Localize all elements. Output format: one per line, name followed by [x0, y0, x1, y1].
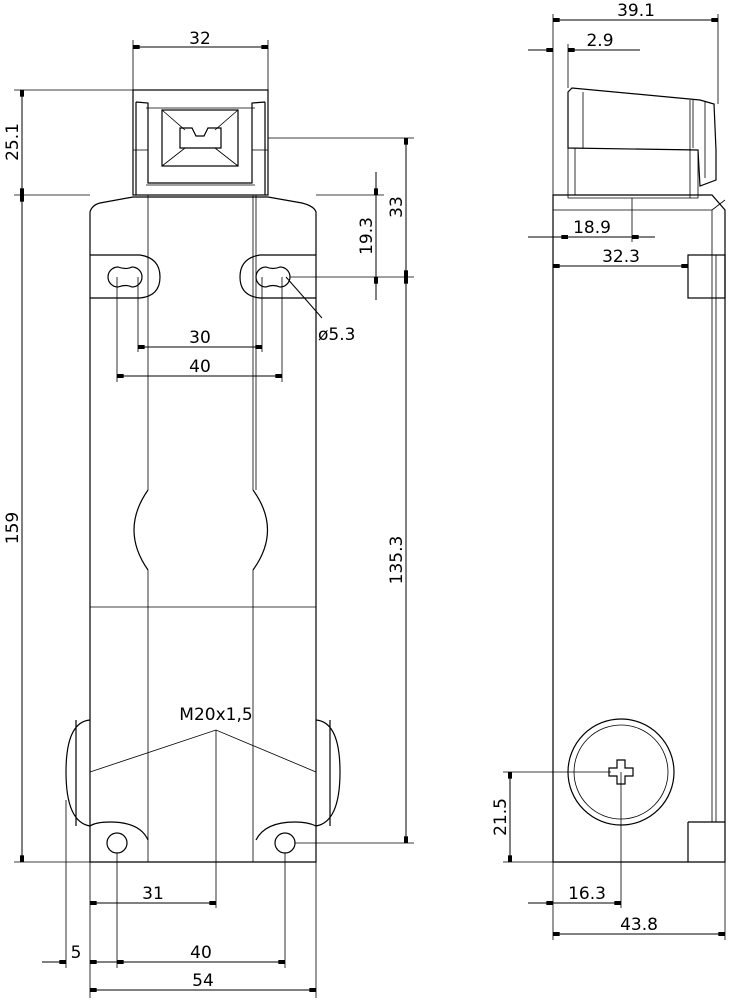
dim-slot-diameter: ø5.3: [318, 325, 355, 345]
thread-label: M20x1,5: [179, 705, 252, 725]
dim-thread-offset: 31: [142, 884, 164, 904]
dim-cap-center: 18.9: [573, 218, 611, 238]
front-view: 32 25.1 159 33 19.3 135.3 30 40 ø5.3 M20…: [3, 29, 414, 998]
dim-cap-height: 25.1: [3, 123, 23, 161]
switch-body: [65, 195, 341, 863]
dim-mount-to-hole: 135.3: [387, 536, 407, 585]
dim-gland-height: 21.5: [491, 798, 511, 836]
dim-cap-width: 32: [189, 29, 211, 49]
actuator-head: [132, 89, 269, 196]
dim-hole-spacing: 40: [190, 943, 212, 963]
dim-base-depth: 43.8: [620, 915, 658, 935]
dim-body-to-mount: 19.3: [357, 217, 377, 255]
dim-block-offset: 32.3: [602, 247, 640, 267]
dim-total-depth: 39.1: [617, 1, 655, 21]
dim-top-to-mount: 33: [387, 196, 407, 218]
front-dimensions: 32 25.1 159 33 19.3 135.3 30 40 ø5.3 M20…: [3, 29, 414, 998]
dim-gland-offset: 16.3: [568, 884, 606, 904]
side-view: 39.1 2.9 18.9 32.3 21.5 16.3 43.8: [491, 1, 726, 940]
dim-cap-offset: 2.9: [586, 31, 613, 51]
side-dimensions: 39.1 2.9 18.9 32.3 21.5 16.3 43.8: [491, 1, 726, 940]
dim-slot-outer: 40: [189, 357, 211, 377]
dim-total-width: 54: [192, 971, 214, 991]
dim-slot-inner: 30: [189, 328, 211, 348]
side-body: [552, 87, 726, 863]
dim-total-height: 159: [3, 512, 23, 544]
dim-edge-offset: 5: [71, 943, 82, 963]
